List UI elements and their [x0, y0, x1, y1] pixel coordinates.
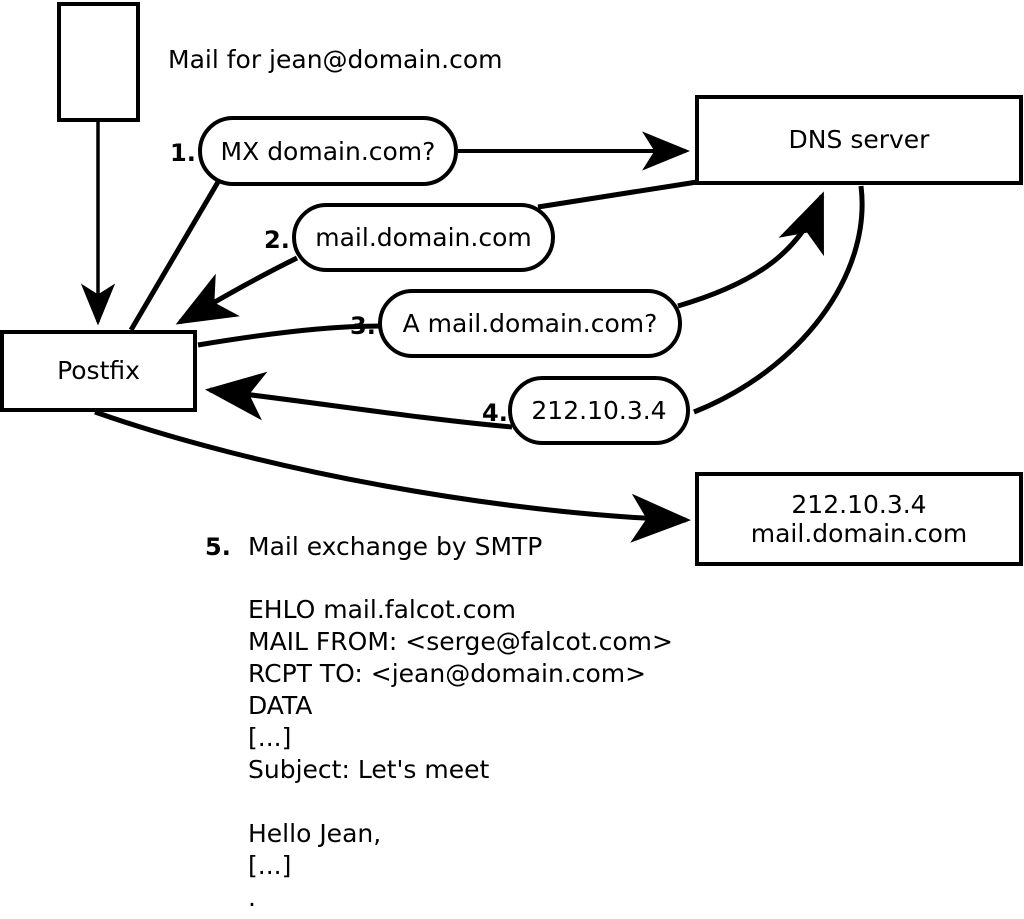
smtp-line-8: [...]	[248, 851, 292, 880]
node-postfix: Postfix	[0, 330, 197, 412]
step-4-label: 212.10.3.4	[531, 396, 667, 425]
arrow-step2-to-postfix	[175, 255, 299, 325]
smtp-line-3: DATA	[248, 691, 313, 720]
step-2-number: 2.	[264, 226, 290, 254]
arrow-step4-to-postfix	[205, 371, 513, 430]
line-postfix-to-step3	[197, 323, 383, 348]
node-dns-server: DNS server	[695, 95, 1023, 185]
step-2-label: mail.domain.com	[315, 223, 532, 252]
line-dns-to-step4	[693, 185, 865, 415]
smtp-line-2: RCPT TO: <jean@domain.com>	[248, 659, 647, 688]
step-1-number: 1.	[170, 139, 196, 167]
step-2-bubble: mail.domain.com	[292, 203, 555, 272]
smtp-line-6	[248, 787, 673, 819]
smtp-line-1: MAIL FROM: <serge@falcot.com>	[248, 627, 673, 656]
source-box	[57, 2, 140, 122]
line-dns-to-step2	[537, 179, 698, 210]
smtp-line-9: .	[248, 883, 256, 912]
step-1-label: MX domain.com?	[220, 136, 436, 166]
smtp-transcript: EHLO mail.falcot.com MAIL FROM: <serge@f…	[248, 595, 673, 915]
step-3-bubble: A mail.domain.com?	[378, 289, 682, 358]
step-4-number: 4.	[482, 399, 508, 427]
node-target-server: 212.10.3.4 mail.domain.com	[695, 472, 1023, 566]
smtp-line-4: [...]	[248, 723, 292, 752]
step-3-number: 3.	[350, 312, 376, 340]
step-3-label: A mail.domain.com?	[402, 309, 658, 338]
smtp-line-5: Subject: Let's meet	[248, 755, 490, 784]
node-target-server-ip: 212.10.3.4	[791, 489, 927, 519]
line-step1-to-postfix	[128, 180, 221, 332]
node-dns-server-label: DNS server	[788, 125, 930, 155]
mail-for-text: Mail for jean@domain.com	[168, 45, 503, 74]
node-target-server-host: mail.domain.com	[750, 519, 968, 548]
step-5-number: 5.	[205, 533, 231, 561]
smtp-line-0: EHLO mail.falcot.com	[248, 595, 517, 624]
smtp-line-7: Hello Jean,	[248, 819, 382, 848]
arrow-postfix-to-target	[94, 409, 691, 543]
step-1-bubble: MX domain.com?	[198, 116, 458, 186]
step-5-label: Mail exchange by SMTP	[248, 532, 543, 561]
step-4-bubble: 212.10.3.4	[508, 376, 690, 445]
node-postfix-label: Postfix	[57, 356, 140, 386]
arrow-step3-to-dns	[677, 191, 825, 309]
